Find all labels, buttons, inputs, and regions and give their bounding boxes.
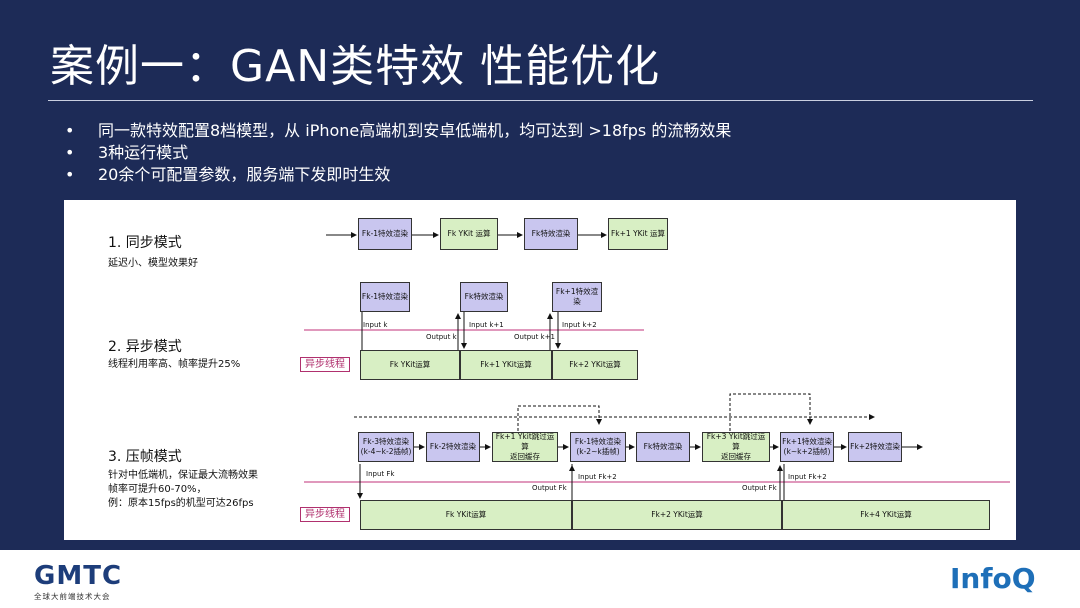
mode1-desc: 延迟小、模型效果好	[108, 258, 198, 269]
mode3-desc: 针对中低端机，保证最大流畅效果	[108, 470, 258, 481]
mode3-render-box: Fk+2特效渲染	[848, 432, 902, 462]
mode3-title: 3. 压帧模式	[108, 449, 182, 465]
mode2-desc: 线程利用率高、帧率提升25%	[108, 359, 241, 370]
mode2-input-label: Input k+1	[469, 321, 504, 329]
mode3-input-label: Input Fk+2	[578, 473, 617, 481]
mode3-desc: 例：原本15fps的机型可达26fps	[108, 498, 254, 509]
mode3-input-label: Input Fk	[366, 470, 395, 478]
mode3-compute-box: Fk+2 YKit运算	[572, 500, 782, 530]
mode3-input-label: Input Fk+2	[788, 473, 827, 481]
mode3-compute-box: Fk+4 YKit运算	[782, 500, 990, 530]
diagram-panel: 1. 同步模式 延迟小、模型效果好 Fk-1特效渲染 Fk YKit 运算 Fk…	[64, 200, 1016, 540]
mode2-render-box: Fk+1特效渲染	[552, 282, 602, 312]
bullet-item: 同一款特效配置8档模型，从 iPhone高端机到安卓低端机，均可达到 >18fp…	[62, 120, 731, 142]
mode2-input-label: Input k+2	[562, 321, 597, 329]
mode2-render-box: Fk-1特效渲染	[360, 282, 410, 312]
mode2-compute-box: Fk+2 YKit运算	[552, 350, 638, 380]
mode3-skip-box: Fk+3 Ykit跳过运算 返回缓存	[702, 432, 770, 462]
mode2-output-label: Output k	[426, 333, 457, 341]
slide-background: 案例一：GAN类特效 性能优化 同一款特效配置8档模型，从 iPhone高端机到…	[0, 0, 1080, 550]
infoq-logo: InfoQ	[950, 562, 1036, 595]
gmtc-logo-word: GMTC	[34, 561, 123, 591]
bullet-list: 同一款特效配置8档模型，从 iPhone高端机到安卓低端机，均可达到 >18fp…	[62, 120, 731, 186]
gmtc-logo: GMTC 全球大前端技术大会	[34, 562, 122, 602]
mode2-render-box: Fk特效渲染	[460, 282, 508, 312]
mode1-title: 1. 同步模式	[108, 235, 182, 251]
mode2-output-label: Output k+1	[514, 333, 555, 341]
bullet-item: 20余个可配置参数，服务端下发即时生效	[62, 164, 731, 186]
mode3-render-box: Fk-1特效渲染 (k-2~k插帧)	[570, 432, 626, 462]
mode3-thread-tag: 异步线程	[300, 507, 350, 522]
mode1-render-box: Fk-1特效渲染	[358, 218, 412, 250]
mode2-compute-box: Fk+1 YKit运算	[460, 350, 552, 380]
mode1-compute-box: Fk+1 YKit 运算	[608, 218, 668, 250]
title-divider	[48, 100, 1033, 101]
mode3-desc: 帧率可提升60-70%，	[108, 484, 207, 495]
mode3-render-box: Fk-3特效渲染 (k-4~k-2插帧)	[358, 432, 414, 462]
mode2-title: 2. 异步模式	[108, 339, 182, 355]
slide-title: 案例一：GAN类特效 性能优化	[50, 41, 661, 92]
mode3-render-box: Fk+1特效渲染 (k~k+2插帧)	[780, 432, 834, 462]
mode3-skip-box: Fk+1 Ykit跳过运算 返回缓存	[492, 432, 558, 462]
mode2-thread-tag: 异步线程	[300, 357, 350, 372]
mode2-compute-box: Fk YKit运算	[360, 350, 460, 380]
mode3-output-label: Output Fk	[742, 484, 777, 492]
mode3-render-box: Fk特效渲染	[636, 432, 690, 462]
mode3-compute-box: Fk YKit运算	[360, 500, 572, 530]
mode3-output-label: Output Fk	[532, 484, 567, 492]
mode3-render-box: Fk-2特效渲染	[426, 432, 480, 462]
gmtc-logo-subtitle: 全球大前端技术大会	[34, 592, 111, 601]
bullet-item: 3种运行模式	[62, 142, 731, 164]
mode1-compute-box: Fk YKit 运算	[440, 218, 498, 250]
mode2-input-label: Input k	[363, 321, 388, 329]
mode1-render-box: Fk特效渲染	[524, 218, 578, 250]
